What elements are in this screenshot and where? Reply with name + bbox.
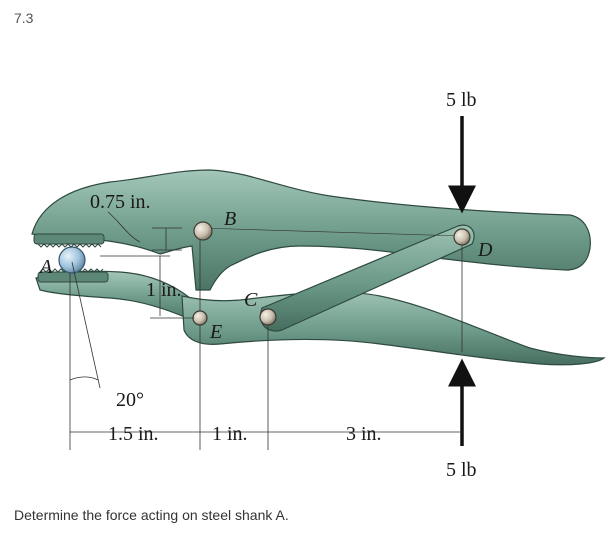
dim-angle: 20° <box>116 389 144 411</box>
dim-horizontal-1: 1.5 in. <box>108 423 159 445</box>
point-label-c: C <box>244 289 258 311</box>
dim-horizontal-3: 3 in. <box>346 423 382 445</box>
point-label-e: E <box>209 321 222 343</box>
pin-e <box>192 310 208 326</box>
pliers-diagram: 5 lb 5 lb A B C D E 0.75 in. 1 in. 20° 1… <box>31 89 606 481</box>
problem-number: 7.3 <box>14 10 34 26</box>
point-label-a: A <box>38 256 53 278</box>
angle-arc <box>69 376 99 381</box>
point-label-d: D <box>477 239 493 261</box>
question-text: Determine the force acting on steel shan… <box>14 507 289 523</box>
force-label-bottom: 5 lb <box>446 459 477 481</box>
upper-jaw-teeth <box>33 233 105 245</box>
steel-shank-a <box>58 246 86 274</box>
pin-b <box>193 221 213 241</box>
pin-d <box>453 228 471 246</box>
dim-horizontal-2: 1 in. <box>212 423 248 445</box>
upper-jaw-and-handle <box>31 169 591 291</box>
upper-teeth-pattern <box>37 243 102 248</box>
pin-c <box>259 308 277 326</box>
point-label-b: B <box>224 208 236 230</box>
dim-jaw-opening-leader <box>107 211 141 243</box>
angle-line <box>71 261 101 389</box>
force-label-top: 5 lb <box>446 89 477 111</box>
dim-vertical: 1 in. <box>146 279 182 301</box>
guide-line-horizontal-top <box>199 227 463 237</box>
dim-jaw-opening: 0.75 in. <box>90 191 151 213</box>
